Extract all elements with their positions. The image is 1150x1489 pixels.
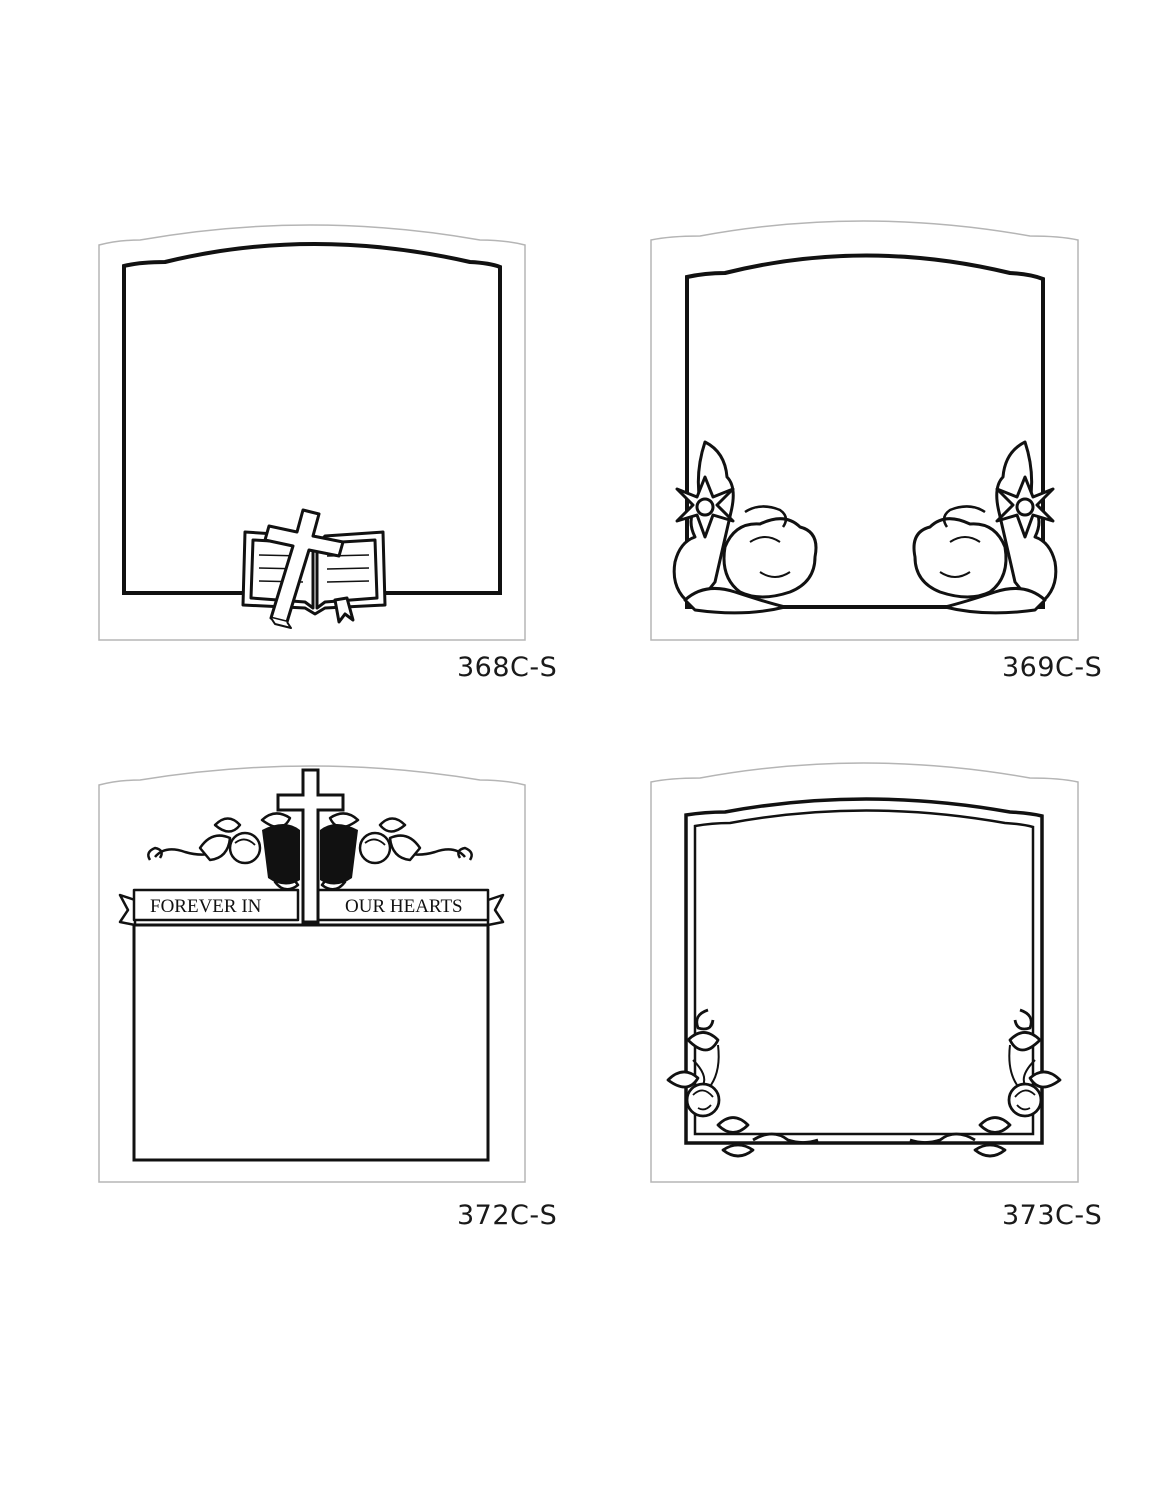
banner-text-right: OUR HEARTS	[345, 896, 463, 917]
rose-corner-right-icon	[909, 1008, 1062, 1158]
design-code-label: 368C-S	[457, 652, 558, 683]
design-372c-s: FOREVER IN OUR HEARTS	[98, 765, 558, 1231]
design-373c-s: 373C-S	[650, 762, 1103, 1231]
rose-corner-left-icon	[666, 1008, 819, 1158]
bible-cross-icon	[241, 508, 387, 629]
stone-outline-372c-s: FOREVER IN OUR HEARTS	[98, 765, 526, 1183]
flower-corner-right-icon	[912, 440, 1058, 615]
stone-outline-369c-s	[650, 220, 1079, 641]
stone-outline-368c-s	[98, 224, 526, 641]
design-code-label: 373C-S	[1002, 1200, 1103, 1231]
banner-text-left: FOREVER IN	[150, 896, 262, 917]
design-369c-s: 369C-S	[0, 0, 1150, 700]
flower-corner-left-icon	[672, 440, 818, 615]
design-code-label: 369C-S	[1002, 652, 1103, 683]
design-code-label: 372C-S	[457, 1200, 558, 1231]
design-368c-s: 368C-S	[0, 0, 1150, 700]
stone-outline-373c-s	[650, 762, 1079, 1183]
